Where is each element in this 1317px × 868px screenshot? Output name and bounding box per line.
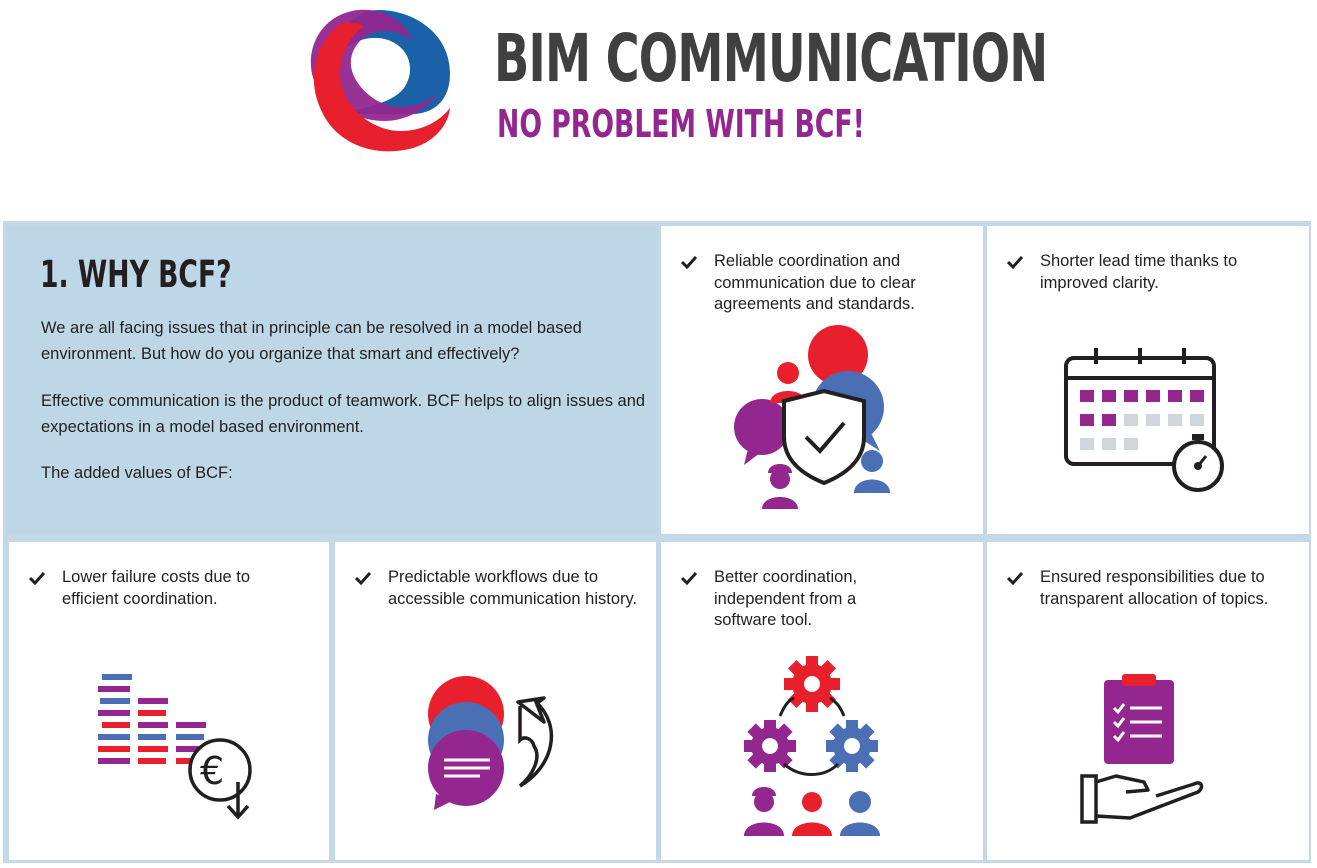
intro-paragraph-2: Effective communication is the product o… [41, 392, 646, 436]
intro-panel [6, 226, 658, 534]
intro-paragraph-1: We are all facing issues that in princip… [41, 319, 582, 363]
chat-history-icon [428, 676, 554, 810]
svg-text:€: € [200, 749, 224, 793]
benefit-cell-3 [9, 542, 329, 860]
cost-decrease-euro-icon: € [98, 674, 252, 820]
check-icon [355, 571, 371, 585]
page-title: BIM COMMUNICATION [494, 20, 1048, 97]
benefit-text-6: Ensured responsibilities due to transpar… [1040, 568, 1269, 608]
benefit-text-5: Better coordination, independent from a … [714, 568, 858, 629]
check-icon [681, 255, 697, 269]
check-icon [1007, 255, 1023, 269]
clipboard-hand-icon [1080, 674, 1204, 824]
benefit-text-4: Predictable workflows due to accessible … [388, 568, 638, 608]
team-shield-chat-icon [734, 325, 890, 509]
intro-heading: 1. WHY BCF? [40, 253, 232, 296]
check-icon [681, 571, 697, 585]
check-icon [29, 571, 45, 585]
benefit-text-3: Lower failure costs due to efficient coo… [62, 568, 251, 608]
check-icon [1007, 571, 1023, 585]
benefit-text-1: Reliable coordination and communication … [714, 252, 916, 313]
calendar-stopwatch-icon [1064, 348, 1224, 492]
intro-paragraph-3: The added values of BCF: [41, 464, 233, 482]
page-subtitle: NO PROBLEM WITH BCF! [497, 102, 865, 146]
bcf-logo [310, 9, 450, 152]
benefit-text-2: Shorter lead time thanks to improved cla… [1040, 252, 1238, 292]
gears-team-icon [744, 656, 880, 836]
